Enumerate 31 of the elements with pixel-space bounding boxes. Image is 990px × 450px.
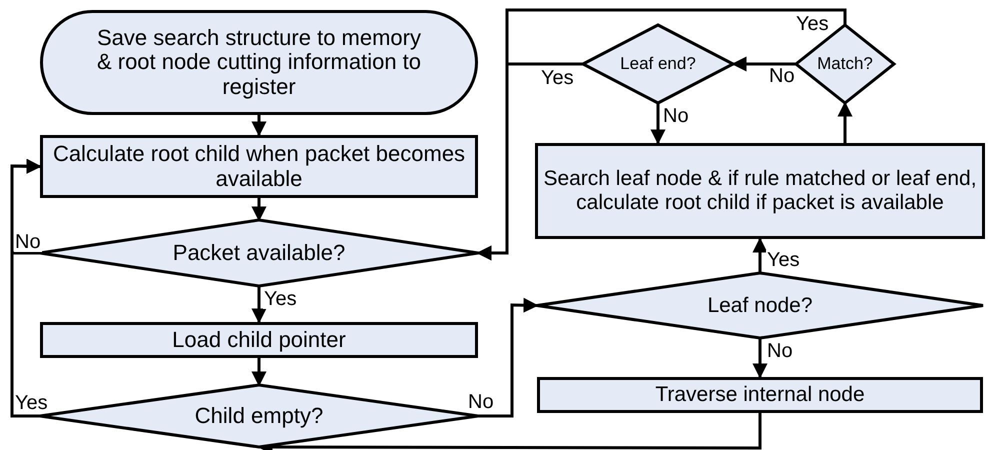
arrow (252, 358, 266, 386)
node-text: Child empty? (194, 404, 324, 428)
arrow (478, 298, 538, 418)
decision-diamond (537, 273, 983, 338)
edge-label: No (14, 232, 42, 252)
arrow (252, 198, 266, 222)
process-box (535, 143, 985, 239)
node-text: Leaf node? (707, 294, 813, 318)
decision-diamond (583, 25, 733, 103)
arrow (252, 286, 266, 324)
arrow (10, 158, 42, 418)
node-text: Traverse internal node (655, 383, 865, 407)
arrow (838, 102, 852, 143)
node-text: Search leaf node & if rule matched or leaf end, calculate root child if packet is available (542, 167, 978, 215)
node-text: Match? (817, 54, 873, 74)
node-text: Load child pointer (172, 328, 346, 352)
process-box (40, 135, 478, 198)
arrow (476, 62, 583, 260)
process-box (40, 322, 478, 358)
arrow (752, 238, 768, 273)
node-text: Leaf end? (620, 54, 696, 74)
edge-label: Yes (263, 289, 298, 309)
arrow (650, 103, 666, 144)
arrow (752, 338, 768, 378)
arrow (252, 115, 266, 136)
process-box (537, 377, 983, 413)
node-text: Packet available? (172, 240, 346, 266)
decision-diamond (40, 220, 478, 286)
arrow (732, 56, 796, 72)
node-text: Save search structure to memory & root node cutting information to register (96, 26, 422, 100)
node-text: Calculate root child when packet becomes available (52, 142, 466, 192)
